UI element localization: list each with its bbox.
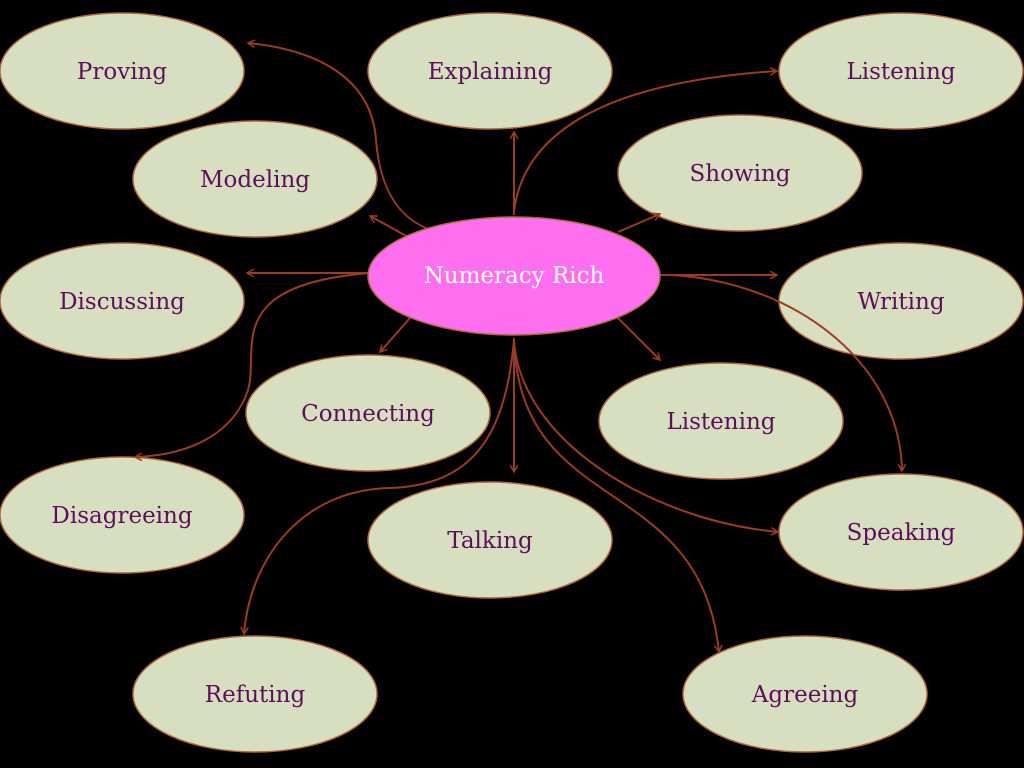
node-label: Modeling: [200, 167, 310, 193]
node-refuting: Refuting: [132, 635, 378, 753]
node-listening-middle: Listening: [598, 362, 844, 480]
node-connecting: Connecting: [245, 354, 491, 472]
node-ellipse: [682, 635, 928, 753]
node-modeling: Modeling: [132, 120, 378, 238]
node-writing: Writing: [778, 242, 1024, 360]
arrow-to-agreeing: [513, 339, 719, 652]
node-label: Disagreeing: [51, 503, 192, 529]
node-ellipse: [778, 12, 1024, 130]
node-ellipse: [132, 635, 378, 753]
arrow-to-showing: [617, 214, 660, 233]
arrow-to-listening-top: [513, 71, 777, 213]
node-ellipse: [617, 114, 863, 232]
node-label: Agreeing: [751, 682, 859, 708]
arrow-to-speaking: [513, 339, 778, 532]
node-ellipse: [367, 481, 613, 599]
node-label: Listening: [847, 59, 956, 85]
node-label: Talking: [447, 528, 533, 554]
node-ellipse: [367, 12, 613, 130]
node-label: Proving: [77, 59, 167, 85]
node-label: Listening: [667, 409, 776, 435]
node-explaining: Explaining: [367, 12, 613, 130]
node-listening-top: Listening: [778, 12, 1024, 130]
arrow-to-proving: [248, 43, 444, 234]
node-discussing: Discussing: [0, 242, 245, 360]
node-ellipse: [0, 456, 245, 574]
node-talking: Talking: [367, 481, 613, 599]
node-label: Explaining: [428, 59, 553, 85]
node-disagreeing: Disagreeing: [0, 456, 245, 574]
arrow-to-disagreeing: [135, 272, 371, 457]
arrow-to-connecting: [380, 317, 411, 352]
node-ellipse: [245, 354, 491, 472]
node-label: Writing: [857, 289, 944, 315]
node-ellipse: [0, 12, 245, 130]
arrow-to-speaking-from-writing: [667, 274, 902, 471]
arrow-to-modeling: [370, 215, 411, 239]
node-agreeing: Agreeing: [682, 635, 928, 753]
node-label: Speaking: [847, 520, 956, 546]
hub-node: Numeracy Rich: [367, 216, 661, 336]
arrow-to-refuting: [244, 339, 515, 634]
node-ellipse: [0, 242, 245, 360]
node-proving: Proving: [0, 12, 245, 130]
node-label: Connecting: [301, 401, 435, 427]
node-ellipse: [598, 362, 844, 480]
node-label: Refuting: [205, 682, 306, 708]
node-label: Showing: [690, 161, 791, 187]
node-showing: Showing: [617, 114, 863, 232]
arrow-to-listening-middle: [617, 317, 660, 360]
node-label: Discussing: [59, 289, 185, 315]
hub-label: Numeracy Rich: [424, 263, 605, 289]
hub-ellipse: [367, 216, 661, 336]
node-speaking: Speaking: [778, 473, 1024, 591]
node-ellipse: [132, 120, 378, 238]
